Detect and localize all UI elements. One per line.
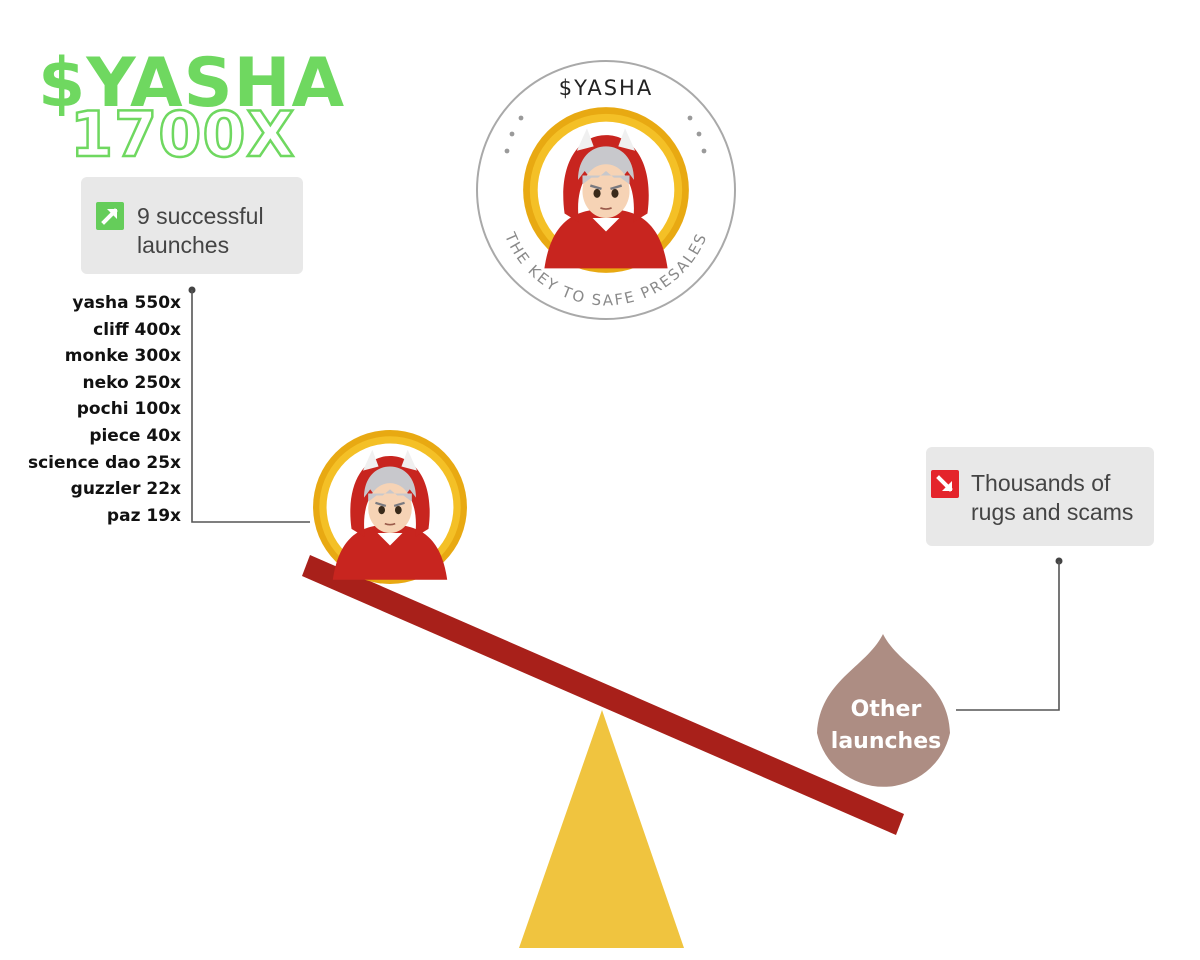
list-item: monke 300x <box>64 346 181 367</box>
connector-line-right <box>956 561 1060 711</box>
successful-launches-text: 9 successful launches <box>137 203 264 258</box>
rugs-and-scams-card: Thousands of rugs and scams <box>926 447 1154 546</box>
arrow-down-right-icon <box>931 470 959 498</box>
list-item: cliff 400x <box>93 319 181 340</box>
launch-list: yasha 550x cliff 400x monke 300x neko 25… <box>10 290 181 529</box>
list-item: piece 40x <box>89 425 181 446</box>
list-item: science dao 25x <box>27 452 181 473</box>
title-yasha: $YASHA <box>38 44 346 123</box>
coin-avatar-icon <box>522 106 690 279</box>
successful-launches-card: 9 successful launches <box>81 177 303 274</box>
logo-ticker: $YASHA <box>558 76 654 100</box>
other-launches-label: Other launches <box>830 697 942 754</box>
list-item: yasha 550x <box>72 293 181 313</box>
list-item: guzzler 22x <box>70 479 181 500</box>
connector-line-left <box>191 290 310 523</box>
arrow-up-right-icon <box>96 202 124 230</box>
other-launches-drop <box>817 634 950 787</box>
rugs-and-scams-text: Thousands of rugs and scams <box>971 470 1134 525</box>
yasha-logo: $YASHA THE KEY TO SAFE PRESALES <box>476 60 736 320</box>
list-item: paz 19x <box>106 505 181 526</box>
list-item: neko 250x <box>82 372 181 393</box>
list-item: pochi 100x <box>76 399 181 420</box>
seesaw-fulcrum <box>519 710 684 948</box>
coin-avatar-on-seesaw-icon <box>312 429 468 590</box>
title-multiplier: 1700X <box>69 98 296 171</box>
seesaw-beam <box>302 555 904 835</box>
